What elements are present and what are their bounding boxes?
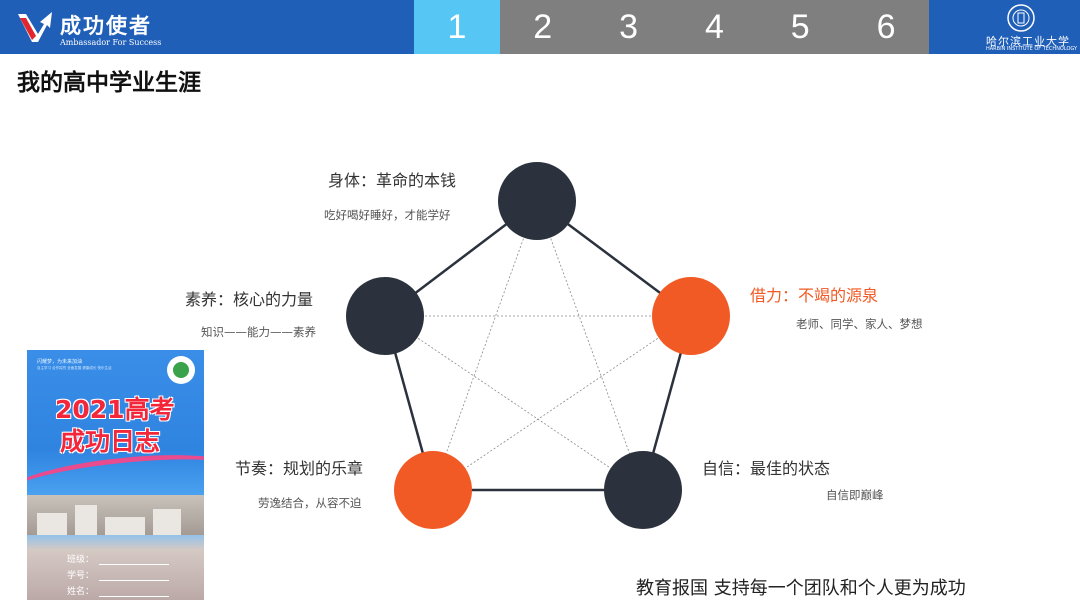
university-name: 哈尔滨工业大学 — [986, 35, 1070, 48]
brand-logo: 成功使者 Ambassador For Success — [0, 0, 414, 54]
node-quality — [346, 277, 424, 355]
cover-title-line2: 成功日志 — [60, 427, 161, 456]
rhythm-label: 节奏：规划的乐章 — [235, 459, 364, 478]
body-sublabel: 吃好喝好睡好，才能学好 — [324, 208, 451, 222]
node-help — [652, 277, 730, 355]
confidence-label: 自信：最佳的状态 — [702, 459, 831, 478]
tab-5[interactable]: 5 — [790, 7, 810, 46]
diagonal-lines — [384, 200, 692, 491]
cover-slogan-small: 自主学习 合作探究 全面发展 健康成长 快乐生活 — [37, 366, 112, 370]
university-logo — [929, 0, 1080, 54]
footer-slogan: 教育报国 支持每一个团队和个人更为成功 — [636, 578, 966, 599]
help-sublabel: 老师、同学、家人、梦想 — [796, 317, 923, 331]
diary-cover-image: 闪耀梦，为未来加油 自主学习 合作探究 全面发展 健康成长 快乐生活 2021高… — [27, 350, 204, 600]
diagonal-body-confidence — [536, 200, 644, 491]
cover-slogan: 闪耀梦，为未来加油 — [37, 359, 83, 365]
cover-title-line1: 2021高考 — [55, 395, 175, 424]
pentagon-edges — [383, 199, 693, 492]
school-badge-icon — [167, 356, 195, 384]
quality-sublabel: 知识——能力——素养 — [201, 325, 316, 339]
quality-label: 素养：核心的力量 — [185, 290, 314, 309]
cover-field-name-line — [99, 596, 169, 597]
confidence-sublabel: 自信即巅峰 — [826, 488, 884, 502]
cover-field-id: 学号： — [67, 571, 95, 581]
campus-building-illustration — [27, 495, 204, 535]
page-tabs: 1 2 3 4 5 6 — [414, 0, 929, 54]
cover-field-class-line — [99, 564, 169, 565]
page-title: 我的高中学业生涯 — [17, 70, 201, 96]
brand-subtitle: Ambassador For Success — [60, 38, 162, 47]
body-label: 身体：革命的本钱 — [328, 171, 457, 190]
tab-4[interactable]: 4 — [704, 7, 724, 46]
tab-1[interactable]: 1 — [414, 0, 500, 54]
tab-6[interactable]: 6 — [876, 7, 896, 46]
cover-field-name: 姓名： — [67, 587, 95, 597]
help-label: 借力：不竭的源泉 — [750, 286, 879, 305]
brand-title: 成功使者 — [60, 13, 152, 38]
university-name-en: HARBIN INSTITUTE OF TECHNOLOGY — [986, 46, 1078, 52]
node-confidence — [604, 451, 682, 529]
cover-field-class: 班级： — [67, 555, 95, 565]
node-body — [498, 162, 576, 240]
rhythm-sublabel: 劳逸结合，从容不迫 — [258, 496, 362, 510]
diagonal-body-rhythm — [432, 200, 538, 491]
tab-2[interactable]: 2 — [533, 7, 553, 46]
node-rhythm — [394, 451, 472, 529]
tab-3[interactable]: 3 — [619, 7, 639, 46]
cover-field-id-line — [99, 580, 169, 581]
arrow-logo-icon — [18, 12, 52, 42]
university-emblem-icon — [1007, 4, 1035, 32]
